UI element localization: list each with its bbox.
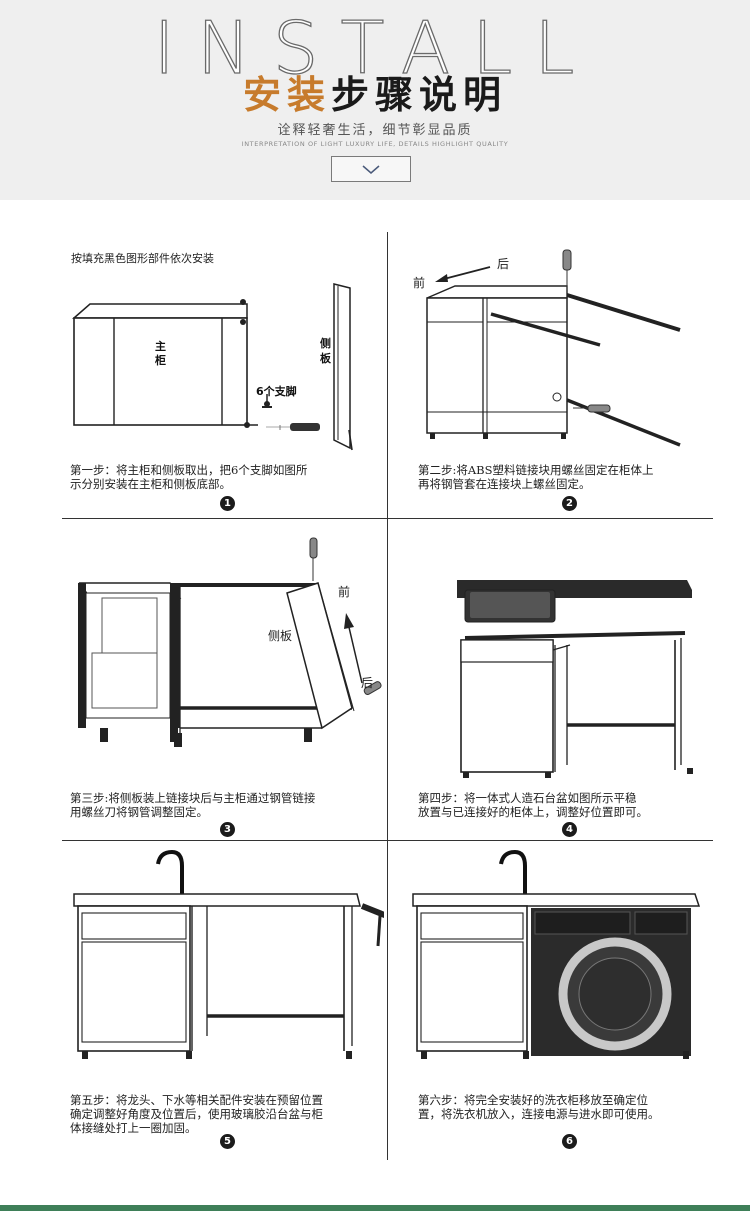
chevron-down-icon <box>362 165 380 174</box>
label-front-2: 前 <box>413 276 426 290</box>
intro-text: 按填充黑色图形部件依次安装 <box>71 252 214 265</box>
label-back-3: 后 <box>361 676 374 690</box>
step4-caption-line2: 放置与已连接好的柜体上，调整好位置即可。 <box>418 805 648 819</box>
step5-caption-line1: 第五步：将龙头、下水等相关配件安装在预留位置 <box>70 1093 323 1107</box>
header-banner: INSTALL 安装步骤说明 诠释轻奢生活，细节彰显品质 INTERPRETAT… <box>0 0 750 200</box>
footer-bar <box>0 1205 750 1211</box>
step4-caption: 第四步：将一体式人造石台盆如图所示平稳 放置与已连接好的柜体上，调整好位置即可。 <box>418 791 713 819</box>
scroll-down-button[interactable] <box>331 156 411 182</box>
label-main-cabinet-2: 柜 <box>155 354 166 367</box>
step2-illustration <box>426 249 681 447</box>
step1-caption-line1: 第一步：将主柜和侧板取出，把6个支脚如图所 <box>70 463 308 477</box>
step3-illustration <box>78 537 382 747</box>
step4-number: 4 <box>562 822 577 837</box>
step6-caption: 第六步：将完全安装好的洗衣柜移放至确定位 置，将洗衣机放入，连接电源与进水即可使… <box>418 1093 713 1121</box>
step5-caption: 第五步：将龙头、下水等相关配件安装在预留位置 确定调整好角度及位置后，使用玻璃胶… <box>70 1093 386 1135</box>
label-legs: 6个支脚 <box>256 385 297 398</box>
step3-caption: 第三步:将侧板装上链接块后与主柜通过钢管链接 用螺丝刀将钢管调整固定。 <box>70 791 386 819</box>
step5-caption-line2: 确定调整好角度及位置后，使用玻璃胶沿台盆与柜 <box>70 1107 323 1121</box>
label-side-panel-1: 侧 <box>320 337 331 350</box>
grid-divider-row2 <box>62 840 713 841</box>
step4-caption-line1: 第四步：将一体式人造石台盆如图所示平稳 <box>418 791 637 805</box>
step5-caption-line3: 体接缝处打上一圈加固。 <box>70 1121 197 1135</box>
label-main-cabinet-1: 主 <box>155 340 166 353</box>
label-front-3: 前 <box>338 585 351 599</box>
grid-divider-vertical <box>387 232 388 1160</box>
step6-illustration <box>412 849 701 1059</box>
step2-number: 2 <box>562 496 577 511</box>
step6-number: 6 <box>562 1134 577 1149</box>
step1-illustration <box>72 283 353 451</box>
step2-caption: 第二步:将ABS塑料链接块用螺丝固定在柜体上 再将钢管套在连接块上螺丝固定。 <box>418 463 713 491</box>
install-heading: INSTALL <box>153 6 597 90</box>
label-side-panel-3: 侧板 <box>268 629 293 643</box>
step6-caption-line2: 置，将洗衣机放入，连接电源与进水即可使用。 <box>418 1107 660 1121</box>
step3-number: 3 <box>220 822 235 837</box>
step1-caption-line2: 示分别安装在主柜和侧板底部。 <box>70 477 231 491</box>
title-accent: 安装 <box>242 73 331 117</box>
step1-caption: 第一步：将主柜和侧板取出，把6个支脚如图所 示分别安装在主柜和侧板底部。 <box>70 463 380 491</box>
step2-caption-line2: 再将钢管套在连接块上螺丝固定。 <box>418 477 591 491</box>
step1-number: 1 <box>220 496 235 511</box>
step5-illustration <box>73 849 384 1059</box>
grid-divider-row1 <box>62 518 713 519</box>
slogan: 诠释轻奢生活，细节彰显品质 <box>277 123 473 138</box>
step6-caption-line1: 第六步：将完全安装好的洗衣柜移放至确定位 <box>418 1093 648 1107</box>
label-side-panel-2: 板 <box>320 352 331 365</box>
slogan-english: INTERPRETATION OF LIGHT LUXURY LIFE, DET… <box>241 140 509 148</box>
step3-caption-line2: 用螺丝刀将钢管调整固定。 <box>70 805 208 819</box>
step2-caption-line1: 第二步:将ABS塑料链接块用螺丝固定在柜体上 <box>418 463 654 477</box>
step5-number: 5 <box>220 1134 235 1149</box>
step4-illustration <box>457 580 693 778</box>
title-rest: 步骤说明 <box>331 73 508 117</box>
step3-caption-line1: 第三步:将侧板装上链接块后与主柜通过钢管链接 <box>70 791 316 805</box>
label-back-2: 后 <box>497 257 510 271</box>
page-title: 安装步骤说明 <box>0 72 750 118</box>
